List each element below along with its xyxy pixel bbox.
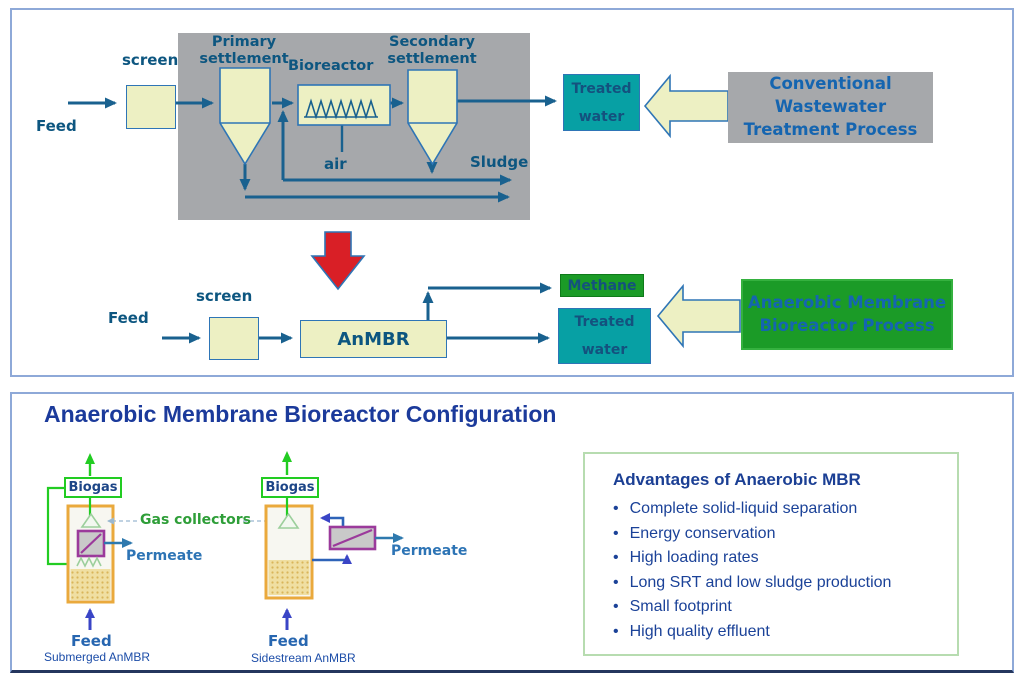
anaerobic-process-label-box: Anaerobic Membrane Bioreactor Process <box>741 279 953 350</box>
screen1-box <box>126 85 176 129</box>
gas-collectors-label: Gas collectors <box>140 512 252 528</box>
treated-water-box-1: Treated water <box>563 74 640 131</box>
screen2-box <box>209 317 259 360</box>
bioreactor-label: Bioreactor <box>288 58 374 74</box>
list-item: Energy conservation <box>613 525 957 543</box>
advantages-title: Advantages of Anaerobic MBR <box>613 470 861 489</box>
feed1-label: Feed <box>36 117 77 135</box>
biogas-box-submerged: Biogas <box>64 477 122 498</box>
sludge-label: Sludge <box>470 153 529 171</box>
screen1-label: screen <box>122 51 179 69</box>
feed2-label: Feed <box>108 309 149 327</box>
list-item: Complete solid-liquid separation <box>613 500 957 518</box>
list-item: Long SRT and low sludge production <box>613 574 957 592</box>
methane-box: Methane <box>560 274 644 297</box>
bottom-panel-title: Anaerobic Membrane Bioreactor Configurat… <box>44 401 557 427</box>
biogas-box-sidestream: Biogas <box>261 477 319 498</box>
list-item: Small footprint <box>613 598 957 616</box>
feed-label-submerged: Feed <box>71 632 112 650</box>
advantages-box: Advantages of Anaerobic MBR Complete sol… <box>583 452 959 656</box>
advantages-list: Complete solid-liquid separation Energy … <box>613 500 957 641</box>
air-label: air <box>324 155 347 173</box>
secondary-settlement-label: Secondary settlement <box>387 34 477 68</box>
feed-label-sidestream: Feed <box>268 632 309 650</box>
primary-settlement-label: Primary settlement <box>199 34 289 68</box>
conventional-process-label-box: Conventional Wastewater Treatment Proces… <box>728 72 933 143</box>
permeate-label-sidestream: Permeate <box>391 543 468 559</box>
permeate-label-submerged: Permeate <box>126 548 203 564</box>
anmbr-box: AnMBR <box>300 320 447 358</box>
list-item: High quality effluent <box>613 623 957 641</box>
caption-sidestream-anmbr: Sidestream AnMBR <box>251 651 356 665</box>
screen2-label: screen <box>196 287 253 305</box>
caption-submerged-anmbr: Submerged AnMBR <box>44 650 151 664</box>
treated-water-box-2: Treated water <box>558 308 651 364</box>
list-item: High loading rates <box>613 549 957 567</box>
